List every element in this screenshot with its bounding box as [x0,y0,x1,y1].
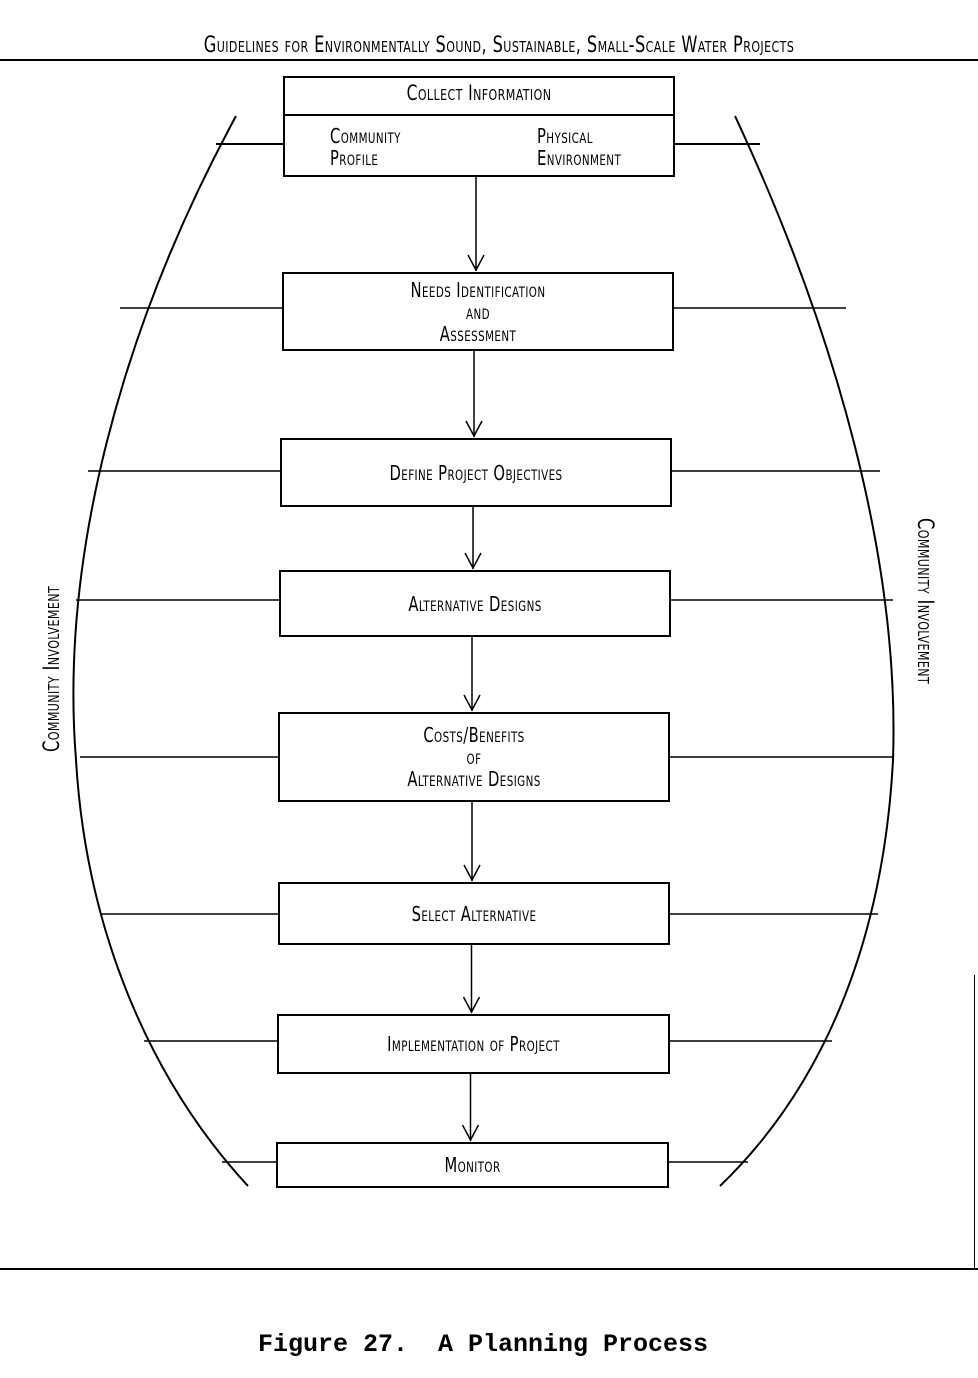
community-involvement-label-right: Community Involvement [912,518,937,685]
process-step-label-line: Costs/Benefits [423,723,525,747]
process-step-label: Alternative Designs [315,593,635,615]
process-step-label: Implementation of Project [313,1033,634,1055]
flow-arrow-head [463,694,481,712]
process-step-label-line: Select Alternative [411,901,537,926]
process-step-box [278,882,670,945]
process-step-box [280,438,672,507]
right-page-border [974,975,975,1270]
community-profile-line1: Community [330,124,401,148]
process-step-label-line: of [466,745,482,769]
process-step-box [278,712,670,802]
flow-arrow-head [462,996,481,1014]
collect-information-box [283,76,675,177]
collect-box-title: Collect Information [406,81,552,105]
process-step-label-line: Define Project Objectives [389,460,563,485]
community-profile-line2: Profile [330,146,379,170]
process-step-label-line: and [466,299,490,324]
flow-arrow-head [467,254,485,272]
process-step-label: Define Project Objectives [316,462,636,484]
process-step-label-line: Alternative Designs [408,591,542,616]
page-header-title: Guidelines for Environmentally Sound, Su… [203,33,795,58]
process-step-label-line: Needs Identification [410,277,546,302]
process-step-box [282,272,674,351]
figure-caption: Figure 27. A Planning Process [257,1330,709,1359]
process-step-label-line: Implementation of Project [387,1032,560,1056]
community-profile-label: Community Profile [330,125,437,169]
physical-environment-line1: Physical [537,124,593,148]
process-step-label-line: Assessment [439,321,517,346]
header-rule [0,59,978,61]
flow-arrow-head [464,552,482,570]
flow-arrow-head [465,420,483,438]
bottom-rule [0,1268,978,1270]
right-arc [719,115,895,1187]
process-step-label: Select Alternative [314,903,634,925]
process-step-label-line: Monitor [444,1153,501,1177]
flow-arrow-head [461,1124,480,1142]
physical-environment-line2: Environment [537,146,622,170]
process-step-box [276,1142,669,1188]
process-step-box [279,570,671,637]
process-step-label-line: Alternative Designs [407,767,541,791]
flow-arrow-head [463,864,481,882]
community-involvement-label-left: Community Involvement [40,585,65,752]
process-step-label: Monitor [312,1154,633,1176]
physical-environment-label: Physical Environment [537,125,652,169]
process-step-box [277,1014,670,1074]
left-arc [72,115,249,1187]
